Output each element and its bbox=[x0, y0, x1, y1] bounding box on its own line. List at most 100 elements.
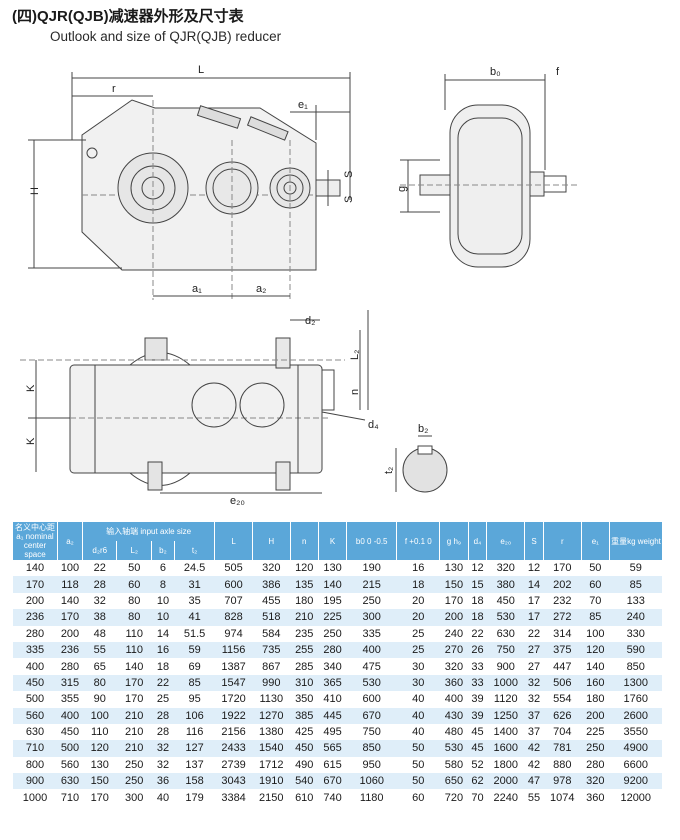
table-cell: 140 bbox=[581, 658, 610, 675]
table-cell: 160 bbox=[581, 674, 610, 692]
table-cell: 880 bbox=[543, 756, 582, 774]
table-cell: 39 bbox=[468, 691, 487, 708]
table-cell: 365 bbox=[318, 674, 347, 692]
table-cell: 35 bbox=[174, 592, 215, 610]
table-cell: 600 bbox=[214, 576, 253, 593]
table-cell: 12 bbox=[524, 560, 544, 577]
col-L2: L₂ bbox=[116, 541, 152, 560]
col-b0: b0 0 -0.5 bbox=[346, 522, 397, 560]
table-cell: 978 bbox=[543, 773, 582, 790]
table-cell: 375 bbox=[543, 641, 582, 659]
table-cell: 130 bbox=[439, 560, 469, 577]
table-cell: 10 bbox=[151, 592, 175, 610]
col-f: f +0.1 0 bbox=[396, 522, 440, 560]
table-cell: 170 bbox=[57, 609, 83, 626]
table-cell: 1000 bbox=[486, 674, 525, 692]
table-cell: 52 bbox=[468, 756, 487, 774]
table-cell: 650 bbox=[439, 773, 469, 790]
table-cell: 518 bbox=[252, 609, 291, 626]
table-cell: 380 bbox=[486, 576, 525, 593]
table-cell: 2739 bbox=[214, 756, 253, 774]
table-cell: 37 bbox=[524, 723, 544, 741]
dim-S-lower: S bbox=[343, 196, 355, 203]
table-cell: 3550 bbox=[609, 723, 662, 741]
table-cell: 1156 bbox=[214, 641, 253, 659]
table-cell: 45 bbox=[468, 723, 487, 741]
table-cell: 179 bbox=[174, 789, 215, 806]
table-cell: 710 bbox=[12, 740, 58, 757]
table-cell: 1712 bbox=[252, 756, 291, 774]
table-cell: 127 bbox=[174, 740, 215, 757]
table-cell: 1000 bbox=[12, 789, 58, 806]
table-cell: 900 bbox=[486, 658, 525, 675]
table-cell: 22 bbox=[468, 625, 487, 642]
dim-L2: L₂ bbox=[349, 350, 361, 360]
table-cell: 2000 bbox=[486, 773, 525, 790]
col-g: g h₉ bbox=[439, 522, 469, 560]
table-cell: 450 bbox=[57, 723, 83, 741]
table-cell: 615 bbox=[318, 756, 347, 774]
table-cell: 158 bbox=[174, 773, 215, 790]
table-cell: 40 bbox=[396, 691, 440, 708]
table-cell: 4900 bbox=[609, 740, 662, 757]
table-cell: 24.5 bbox=[174, 560, 215, 577]
table-cell: 626 bbox=[543, 707, 582, 724]
table-cell: 320 bbox=[486, 560, 525, 577]
table-cell: 272 bbox=[543, 609, 582, 626]
table-cell: 225 bbox=[581, 723, 610, 741]
table-cell: 118 bbox=[57, 576, 83, 593]
table-cell: 80 bbox=[116, 592, 152, 610]
table-cell: 22 bbox=[524, 625, 544, 642]
table-cell: 255 bbox=[290, 641, 319, 659]
table-cell: 50 bbox=[396, 740, 440, 757]
table-cell: 480 bbox=[439, 723, 469, 741]
table-cell: 1300 bbox=[609, 674, 662, 692]
page-title: (四)QJR(QJB)减速器外形及尺寸表 bbox=[12, 8, 244, 25]
table-cell: 40 bbox=[396, 707, 440, 724]
col-e1: e₁ bbox=[580, 522, 610, 560]
table-cell: 3043 bbox=[214, 773, 253, 790]
table-cell: 530 bbox=[346, 674, 397, 692]
dim-a2: a₂ bbox=[256, 283, 266, 295]
table-cell: 42 bbox=[524, 756, 544, 774]
table-cell: 590 bbox=[609, 641, 662, 659]
table-cell: 250 bbox=[581, 740, 610, 757]
table-cell: 59 bbox=[609, 560, 662, 577]
table-cell: 27 bbox=[524, 658, 544, 675]
dim-b0: b₀ bbox=[490, 66, 501, 78]
table-cell: 1910 bbox=[252, 773, 291, 790]
table-cell: 1120 bbox=[486, 691, 525, 708]
table-cell: 280 bbox=[581, 756, 610, 774]
table-cell: 2240 bbox=[486, 789, 525, 806]
table-cell: 250 bbox=[346, 592, 397, 610]
table-cell: 704 bbox=[543, 723, 582, 741]
table-cell: 750 bbox=[486, 641, 525, 659]
table-cell: 18 bbox=[151, 658, 175, 675]
dim-t2: t₂ bbox=[383, 467, 395, 474]
table-cell: 300 bbox=[116, 789, 152, 806]
table-cell: 37 bbox=[524, 707, 544, 724]
table-cell: 80 bbox=[116, 609, 152, 626]
table-cell: 32 bbox=[524, 674, 544, 692]
table-cell: 210 bbox=[290, 609, 319, 626]
table-cell: 65 bbox=[82, 658, 117, 675]
table-cell: 180 bbox=[581, 691, 610, 708]
dim-K-lower: K bbox=[25, 437, 37, 445]
table-cell: 560 bbox=[57, 756, 83, 774]
table-cell: 850 bbox=[609, 658, 662, 675]
table-cell: 235 bbox=[290, 625, 319, 642]
table-cell: 200 bbox=[12, 592, 58, 610]
table-cell: 1387 bbox=[214, 658, 253, 675]
table-cell: 120 bbox=[290, 560, 319, 577]
table-cell: 17 bbox=[524, 609, 544, 626]
table-cell: 1400 bbox=[486, 723, 525, 741]
table-cell: 320 bbox=[581, 773, 610, 790]
table-cell: 1922 bbox=[214, 707, 253, 724]
table-cell: 100 bbox=[581, 625, 610, 642]
table-cell: 110 bbox=[116, 625, 152, 642]
table-cell: 447 bbox=[543, 658, 582, 675]
